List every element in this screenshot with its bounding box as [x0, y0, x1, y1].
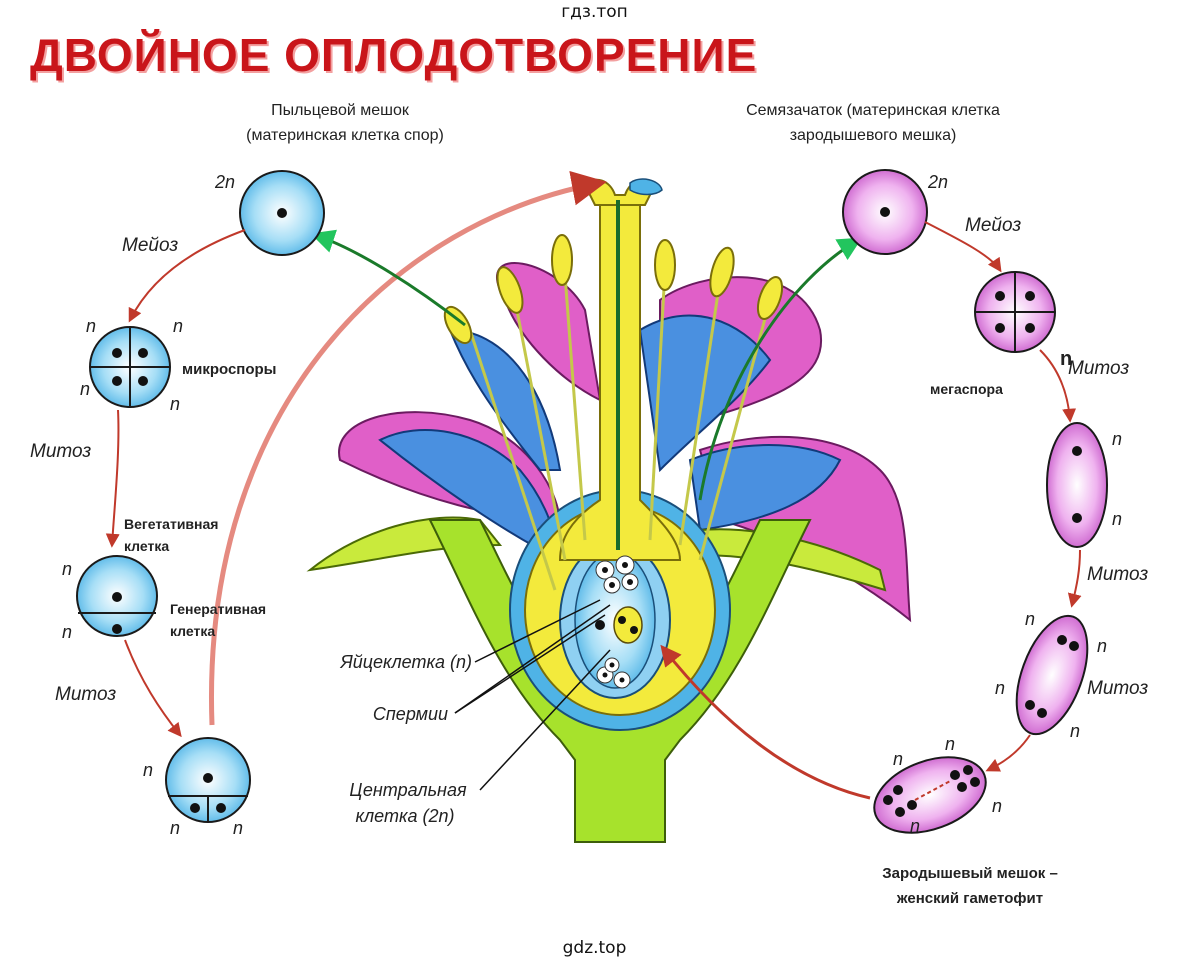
egg-cell-label: Яйцеклетка (n) [339, 652, 472, 672]
generative-label-line1: Генеративная [170, 601, 266, 617]
male-origin-arrow [310, 229, 466, 327]
n-label: n [992, 796, 1002, 816]
central-cell-label-line2: клетка (2n) [356, 806, 455, 826]
generative-label-line2: клетка [170, 623, 215, 639]
pollen-sac-label-line2: (материнская клетка спор) [246, 127, 444, 144]
ovule-label-line1: Семязачаток (материнская клетка [746, 102, 1000, 119]
n-label: n [1025, 609, 1035, 629]
pollen-transfer-arrow [209, 170, 607, 726]
female-cycle [842, 169, 1108, 834]
embryo-sac-to-ovule-arrow [660, 644, 871, 800]
n-label: n [1112, 429, 1122, 449]
n-label: n [170, 818, 180, 838]
megaspore-label: мегаспора [930, 381, 1003, 397]
male-meiosis-label: Мейоз [122, 235, 178, 256]
n-label: n [80, 379, 90, 399]
female-ploidy-2n: 2n [927, 172, 948, 192]
n-label: n [86, 316, 96, 336]
n-label: n [910, 816, 920, 836]
n-label: n [173, 316, 183, 336]
vegetative-label-line1: Вегетативная [124, 516, 218, 532]
n-label: n [945, 734, 955, 754]
n-label: n [1097, 636, 1107, 656]
embryo-sac-cells [595, 555, 643, 689]
pollen-sac-label-line1: Пыльцевой мешок [271, 102, 410, 119]
watermark-bottom: gdz.top [562, 938, 627, 958]
n-label-bold: n [1060, 348, 1072, 370]
n-label: n [143, 760, 153, 780]
diagram-title: ДВОЙНОЕ ОПЛОДОТВОРЕНИЕ [30, 29, 758, 81]
female-mitosis3-label: Митоз [1087, 678, 1148, 699]
n-label: n [893, 749, 903, 769]
n-label: n [62, 622, 72, 642]
vegetative-label-line2: клетка [124, 538, 169, 554]
petal-blue-right [688, 444, 842, 532]
sperm-label: Спермии [373, 704, 448, 724]
n-label: n [62, 559, 72, 579]
male-ploidy-2n: 2n [214, 172, 235, 192]
female-mitosis1-label: Митоз [1068, 358, 1129, 379]
embryo-sac-label-line2: женский гаметофит [896, 890, 1043, 907]
pointer-lines [454, 599, 611, 791]
male-cycle [76, 170, 325, 823]
female-origin-arrow [698, 237, 863, 501]
n-label: n [233, 818, 243, 838]
petal-blue-center-right [638, 314, 772, 473]
n-label: n [1112, 509, 1122, 529]
sperm-cell [595, 620, 605, 630]
female-meiosis-label: Мейоз [965, 215, 1021, 236]
female-mitosis2-label: Митоз [1087, 564, 1148, 585]
microspores-label: микроспоры [182, 361, 277, 378]
embryo-sac-2-nuclei [1046, 422, 1108, 548]
n-label: n [170, 394, 180, 414]
n-label: n [1070, 721, 1080, 741]
male-mitosis1-label: Митоз [30, 441, 91, 462]
mature-embryo-sac [873, 756, 987, 834]
stamens [443, 234, 784, 591]
male-mitosis2-label: Митоз [55, 684, 116, 705]
pollen-on-stigma [629, 178, 663, 196]
egg-cell [613, 606, 643, 644]
n-label: n [995, 678, 1005, 698]
petal-blue-center-left [448, 328, 562, 471]
watermark-top: гдз.топ [561, 2, 628, 22]
ovule-label-line2: зародышевого мешка) [790, 127, 957, 144]
embryo-sac-label-line1: Зародышевый мешок – [882, 865, 1058, 882]
central-cell-label-line1: Центральная [349, 780, 467, 800]
embryo-sac-4-nuclei [1015, 614, 1089, 736]
